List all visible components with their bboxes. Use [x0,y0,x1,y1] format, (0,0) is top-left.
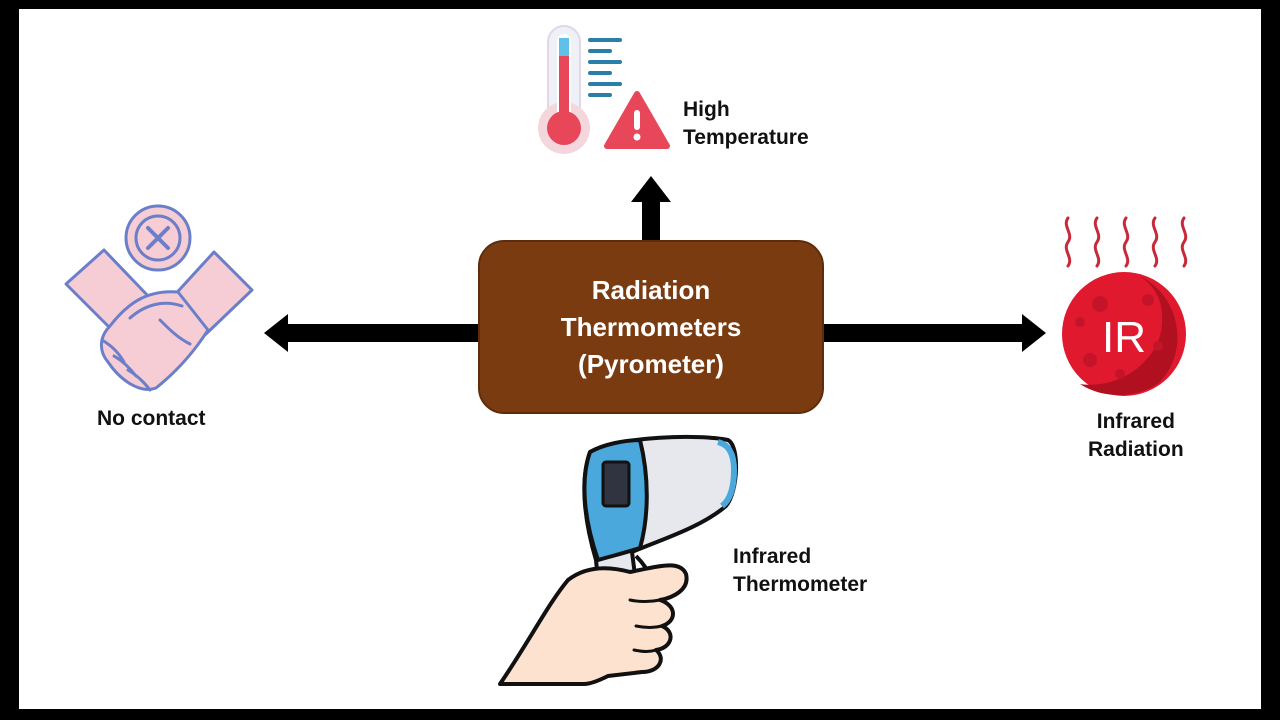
warning-icon [604,91,670,149]
handshake-icon [64,248,254,392]
infrared-ball-icon: IR [1062,272,1186,396]
label-infrared-thermometer: Infrared Thermometer [733,545,868,596]
center-title: Radiation Thermometers (Pyrometer) [560,274,742,379]
radiation-thermometers-box: Radiation Thermometers (Pyrometer) [478,240,824,414]
ir-badge-text: IR [1102,313,1146,362]
label-infrared-radiation: Infrared Radiation [1088,410,1184,461]
heat-waves-icon [1064,216,1188,268]
arrow-up [631,176,671,242]
arrow-left [264,314,480,352]
arrow-right [822,314,1046,352]
infrared-thermometer-gun-icon [498,434,739,686]
thermometer-icon [538,25,622,154]
label-no-contact: No contact [97,407,206,430]
label-high-temperature: High Temperature [683,98,809,149]
cross-circle-icon [124,204,192,272]
